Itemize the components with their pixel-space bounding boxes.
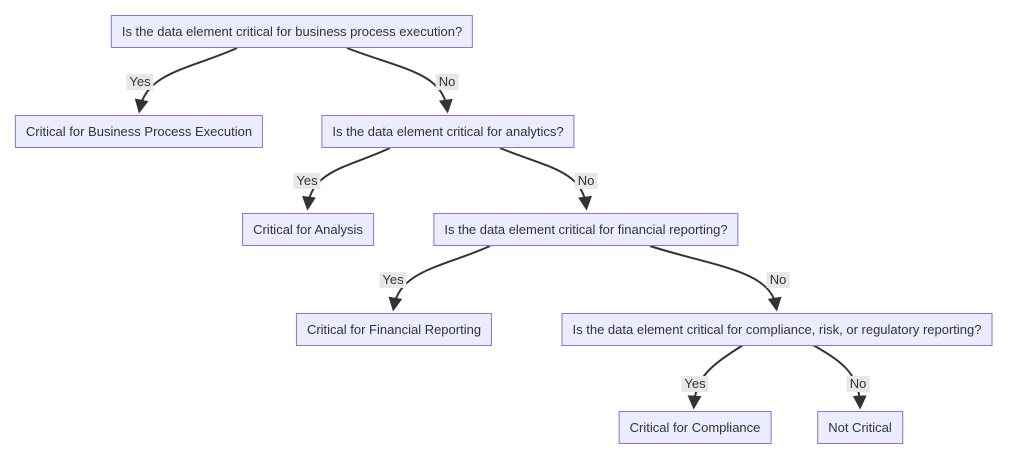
edge-label-no-compliance: No	[846, 376, 870, 392]
edge-q-financial-reporting-yes	[388, 245, 491, 312]
edge-label-yes-financial-reporting: Yes	[379, 272, 407, 288]
edge-label-yes-business-process: Yes	[126, 74, 154, 90]
node-question-analytics: Is the data element critical for analyti…	[321, 115, 575, 148]
edge-q-business-process-yes	[134, 47, 238, 114]
edge-label-no-analytics: No	[574, 173, 598, 189]
edge-q-business-process-no	[346, 47, 453, 114]
node-question-business-process: Is the data element critical for busines…	[110, 15, 474, 48]
edge-q-compliance-no	[812, 344, 867, 410]
edge-label-no-financial-reporting: No	[766, 272, 790, 288]
edge-q-financial-reporting-no	[649, 245, 782, 312]
edge-q-analytics-no	[499, 147, 592, 211]
edge-label-no-business-process: No	[435, 74, 459, 90]
node-critical-business-process: Critical for Business Process Execution	[14, 115, 264, 148]
node-critical-compliance: Critical for Compliance	[618, 411, 772, 444]
edge-label-yes-analytics: Yes	[293, 173, 321, 189]
edge-q-analytics-yes	[302, 147, 391, 211]
node-not-critical: Not Critical	[817, 411, 903, 444]
node-critical-financial-reporting: Critical for Financial Reporting	[295, 313, 493, 346]
node-question-compliance: Is the data element critical for complia…	[561, 313, 993, 346]
node-critical-analysis: Critical for Analysis	[242, 213, 374, 246]
edge-q-compliance-yes	[687, 344, 744, 410]
edge-label-yes-compliance: Yes	[681, 376, 709, 392]
node-question-financial-reporting: Is the data element critical for financi…	[433, 213, 739, 246]
